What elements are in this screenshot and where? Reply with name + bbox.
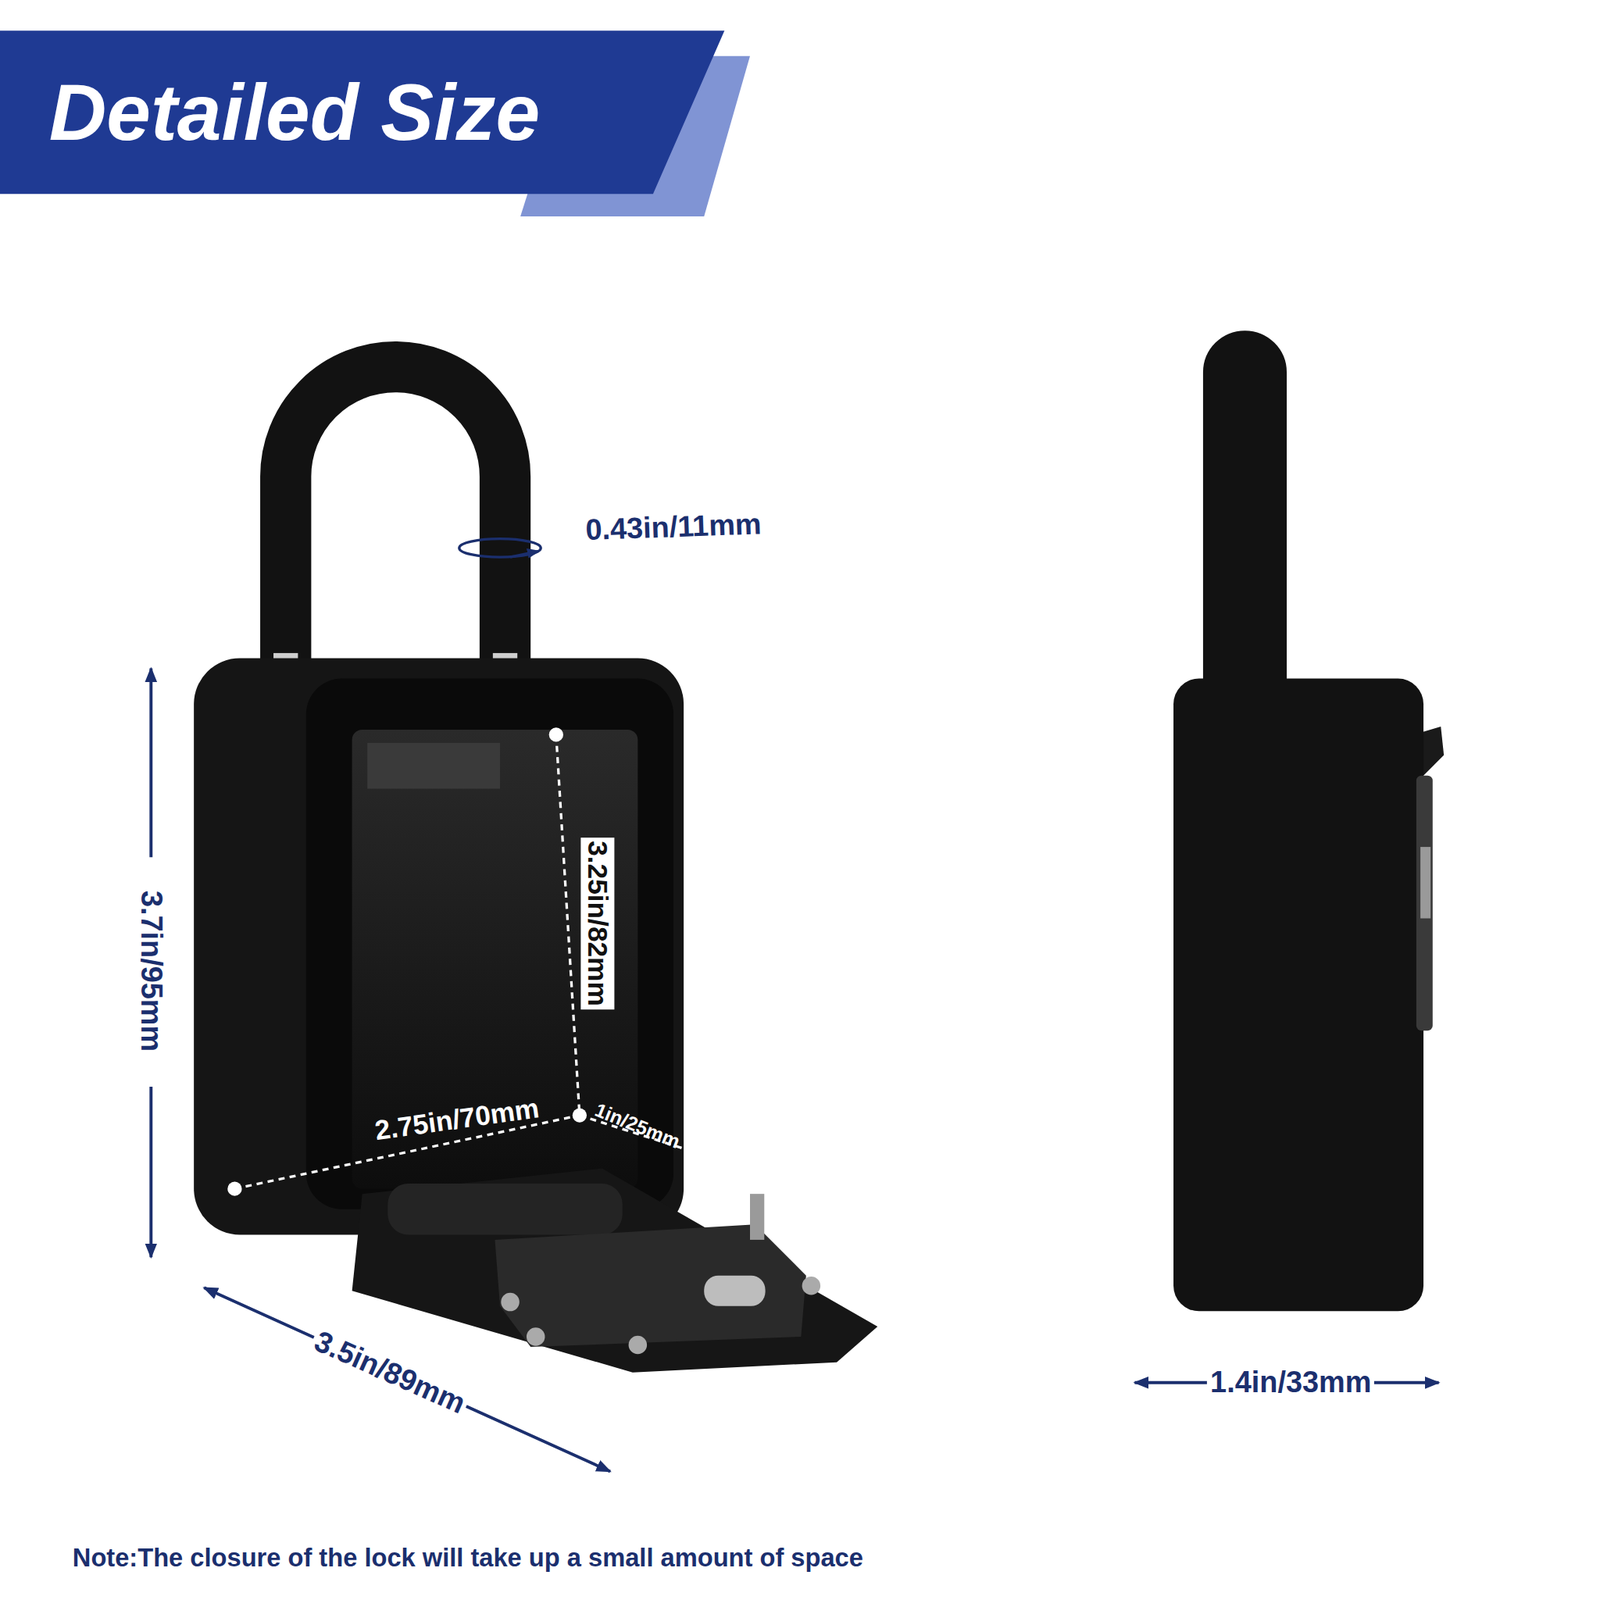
note: Note:The closure of the lock will take u… [69, 1542, 867, 1574]
title-banner [0, 30, 725, 194]
screw [802, 1276, 822, 1296]
dimension-label: 1.4in/33mm [1207, 1364, 1375, 1401]
mechanism [494, 1224, 806, 1347]
dial [1420, 846, 1431, 918]
dimension-label: 3.5in/89mm [306, 1321, 474, 1423]
diameter-arrow [510, 550, 540, 558]
dimension-arrow [203, 1287, 611, 1472]
screw [526, 1327, 546, 1347]
latch [367, 742, 500, 790]
hinge [387, 1183, 622, 1235]
dimension-label: 0.43in/11mm [582, 506, 766, 549]
dimension-arrow [149, 1086, 153, 1258]
dial-edge [1416, 775, 1433, 1032]
dimension-dot [572, 1107, 587, 1122]
lid [352, 1168, 879, 1373]
dimension-arrow [149, 668, 153, 858]
screw [628, 1335, 648, 1355]
dimension-label: 3.7in/95mm [132, 887, 169, 1055]
screw [500, 1292, 520, 1312]
diameter-marker [459, 539, 541, 558]
shackle-side [1224, 352, 1265, 705]
title: Detailed Size [49, 68, 540, 157]
pin [750, 1193, 765, 1240]
lock-body [193, 657, 684, 1235]
bolt [703, 1275, 765, 1307]
shackle [285, 367, 506, 679]
lock-body-side [1173, 678, 1424, 1312]
dimension-dot [549, 727, 564, 742]
dimension-dot [227, 1181, 242, 1196]
dimension-label: 3.25in/82mm [581, 837, 615, 1010]
